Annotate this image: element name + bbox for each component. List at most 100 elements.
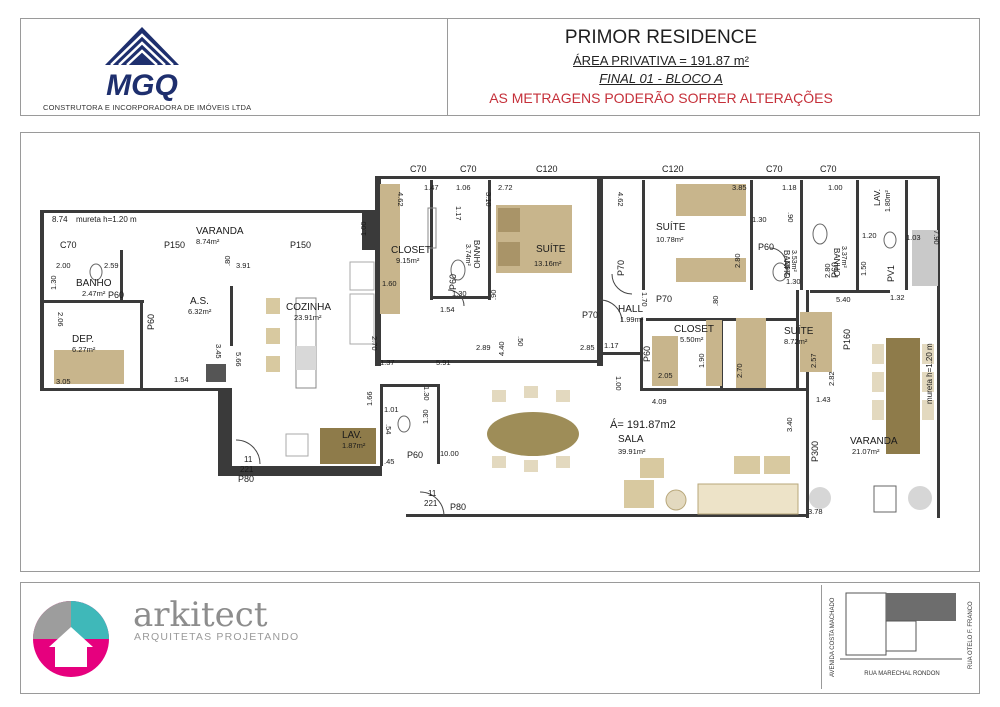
mureta1-dim: 8.74 [52, 215, 68, 224]
varanda2-area: 21.07m² [852, 447, 880, 456]
street-left: AVENIDA COSTA MACHADO [830, 597, 836, 677]
furniture [54, 184, 938, 515]
svg-text:3.78: 3.78 [808, 507, 823, 516]
arkitect-brand: arkitect [133, 595, 268, 635]
suite3-area: 8.72m² [784, 337, 808, 346]
svg-text:P80: P80 [238, 474, 254, 484]
room-labels: VARANDA 8.74m² 8.74 mureta h=1.20 m BANH… [52, 189, 934, 456]
svg-text:1.54: 1.54 [174, 375, 189, 384]
mureta1-label: mureta h=1.20 m [76, 215, 137, 224]
svg-text:.45: .45 [384, 457, 394, 466]
svg-text:1.00: 1.00 [828, 183, 843, 192]
arkitect-tagline: ARQUITETAS PROJETANDO [134, 631, 300, 643]
arkitect-logo [33, 601, 109, 677]
svg-text:1.60: 1.60 [382, 279, 397, 288]
svg-text:.80: .80 [223, 256, 232, 266]
svg-text:1.32: 1.32 [890, 293, 905, 302]
hall-label: HALL [618, 304, 643, 315]
svg-text:4.09: 4.09 [652, 397, 667, 406]
svg-text:1.30: 1.30 [421, 409, 430, 424]
suite2-label: SUÍTE [656, 220, 686, 233]
svg-text:1.30: 1.30 [452, 289, 467, 298]
header-divider [447, 19, 448, 115]
banho1-label: BANHO [76, 278, 112, 289]
svg-text:2.57: 2.57 [809, 353, 818, 368]
svg-text:1.01: 1.01 [384, 405, 399, 414]
svg-text:1.30: 1.30 [422, 386, 431, 401]
svg-text:2.89: 2.89 [476, 343, 491, 352]
street-right: RUA OTELO F. FRANCO [968, 601, 974, 669]
svg-text:3.05: 3.05 [56, 377, 71, 386]
svg-text:2.05: 2.05 [658, 371, 673, 380]
private-area: ÁREA PRIVATIVA = 191.87 m² [573, 53, 749, 68]
door-swings [235, 247, 787, 517]
sala-total: Á= 191.87m2 [610, 418, 676, 431]
svg-text:1.43: 1.43 [816, 395, 831, 404]
lav1-area: 1.80m² [885, 190, 892, 212]
svg-text:1.47: 1.47 [424, 183, 439, 192]
banho4-area: 3.37m² [840, 246, 847, 268]
svg-text:7.90: 7.90 [932, 230, 941, 245]
lav1-label: LAV. [872, 189, 882, 206]
svg-text:1.66: 1.66 [365, 391, 374, 406]
svg-text:3.85: 3.85 [732, 183, 747, 192]
varanda1-area: 8.74m² [196, 237, 220, 246]
mgq-logo: MGQ [105, 27, 179, 101]
sala-label: SALA [618, 434, 644, 445]
varanda1-label: VARANDA [196, 226, 244, 237]
svg-text:1.17: 1.17 [454, 206, 463, 221]
svg-text:C70: C70 [60, 240, 77, 250]
banho3-area: 3.53m² [790, 250, 797, 272]
svg-text:221: 221 [424, 499, 438, 508]
svg-text:C70: C70 [766, 164, 783, 174]
svg-text:1.30: 1.30 [49, 275, 58, 290]
svg-text:MGQ: MGQ [106, 69, 178, 101]
svg-text:.90: .90 [489, 290, 498, 300]
svg-text:.54: .54 [384, 424, 393, 434]
svg-text:2.00: 2.00 [56, 261, 71, 270]
svg-text:P60: P60 [407, 450, 423, 460]
project-title: PRIMOR RESIDENCE [564, 27, 758, 48]
sala-area: 39.91m² [618, 447, 646, 456]
svg-text:1.06: 1.06 [456, 183, 471, 192]
svg-text:.50: .50 [516, 336, 525, 346]
svg-text:1.17: 1.17 [604, 341, 619, 350]
svg-text:P60: P60 [830, 262, 840, 278]
area-notice: AS METRAGENS PODERÃO SOFRER ALTERAÇÕES [489, 90, 833, 106]
svg-text:1.18: 1.18 [782, 183, 797, 192]
svg-text:P60: P60 [448, 274, 458, 290]
lav2-area: 1.87m² [342, 441, 366, 450]
company-subtitle: CONSTRUTORA E INCORPORADORA DE IMÓVEIS L… [43, 103, 252, 112]
banho1-area: 2.47m² [82, 289, 106, 298]
closet1-area: 9.15m² [396, 256, 420, 265]
svg-text:5.40: 5.40 [836, 295, 851, 304]
svg-text:C120: C120 [662, 164, 684, 174]
svg-text:P150: P150 [164, 240, 185, 250]
svg-text:3.45: 3.45 [214, 344, 223, 359]
svg-text:P70: P70 [616, 260, 626, 276]
svg-text:1.30: 1.30 [786, 277, 801, 286]
as-area: 6.32m² [188, 307, 212, 316]
svg-text:C70: C70 [460, 164, 477, 174]
svg-text:2.72: 2.72 [498, 183, 513, 192]
banho2-area: 3.74m² [464, 244, 471, 266]
dep-area: 6.27m² [72, 345, 96, 354]
varanda2-label: VARANDA [850, 436, 898, 447]
street-bottom: RUA MARECHAL RONDON [864, 671, 939, 677]
svg-text:5.66: 5.66 [234, 352, 243, 367]
svg-text:1.90: 1.90 [697, 353, 706, 368]
svg-text:1.00: 1.00 [359, 221, 368, 236]
svg-text:4.62: 4.62 [396, 192, 405, 207]
closet2-area: 5.50m² [680, 335, 704, 344]
dep-label: DEP. [72, 334, 94, 345]
svg-text:221: 221 [240, 465, 254, 474]
cozinha-label: COZINHA [286, 302, 331, 313]
svg-text:P60: P60 [642, 346, 652, 362]
svg-text:2.80: 2.80 [823, 263, 832, 278]
svg-text:5.91: 5.91 [436, 358, 451, 367]
closet1-label: CLOSET [391, 245, 431, 256]
svg-text:3.10: 3.10 [484, 192, 493, 207]
svg-text:P60: P60 [146, 314, 156, 330]
svg-text:.90: .90 [786, 212, 795, 222]
